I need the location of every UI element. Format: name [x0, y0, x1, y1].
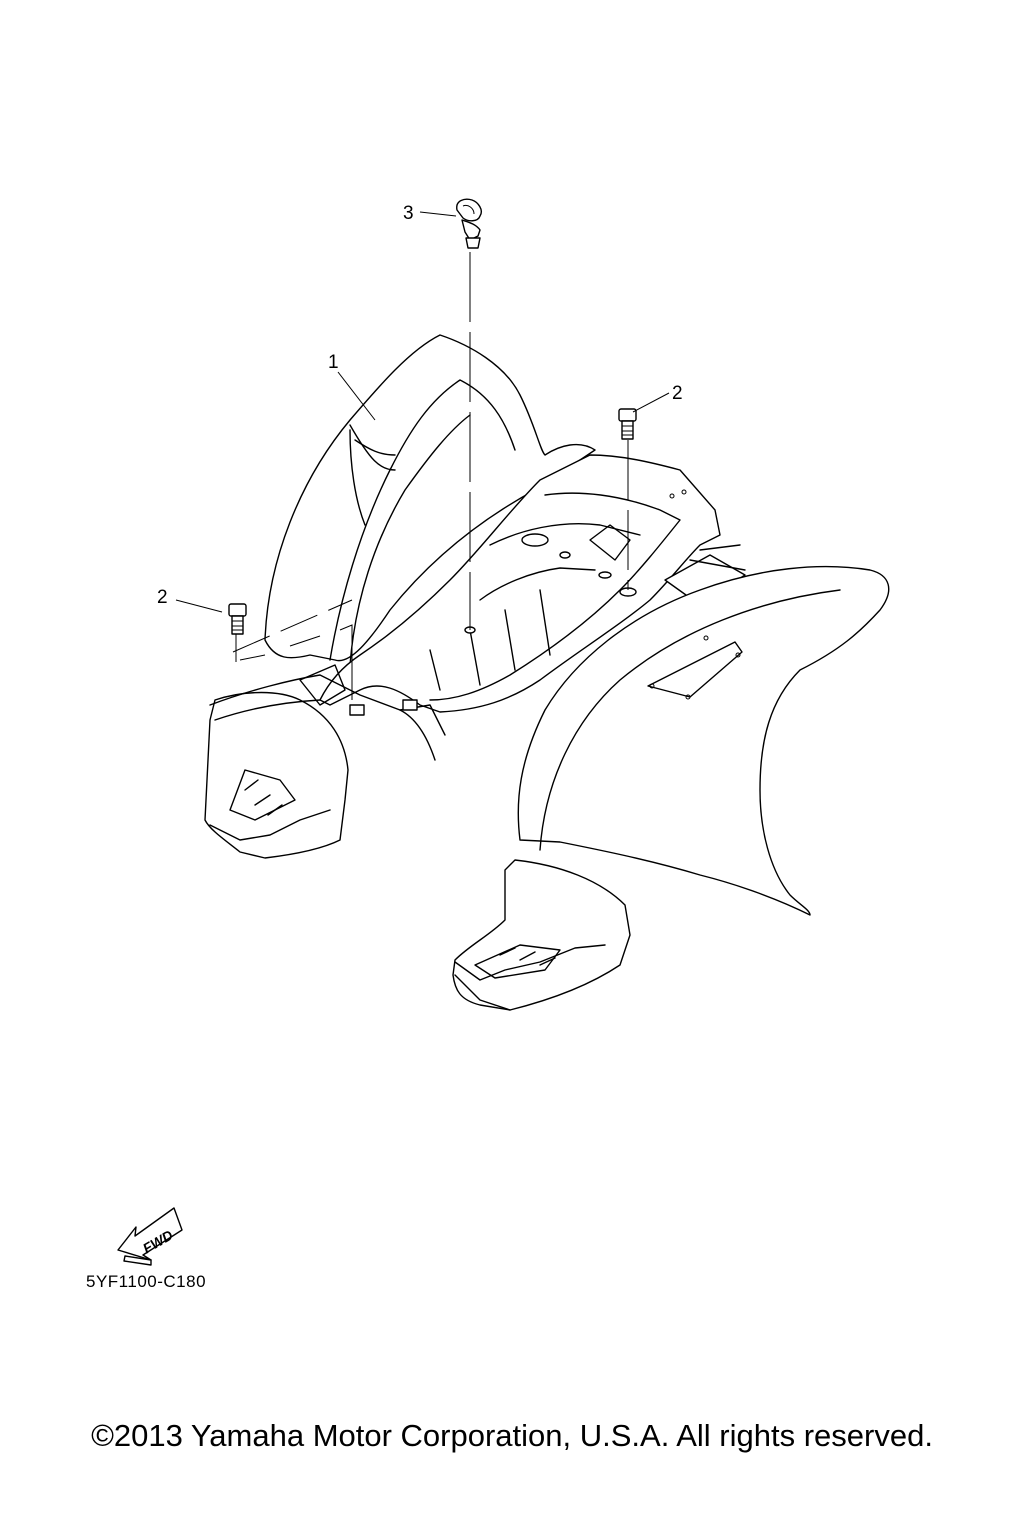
- callout-2-left: 2: [157, 587, 168, 608]
- callout-3-leader: [419, 211, 457, 217]
- part-code: 5YF1100-C180: [86, 1272, 207, 1291]
- callout-1-leader: [337, 371, 376, 421]
- copyright-notice: ©2013 Yamaha Motor Corporation, U.S.A. A…: [91, 1418, 933, 1453]
- callout-2-right-leader: [632, 392, 670, 413]
- fwd-arrow-icon: FWD: [117, 1207, 183, 1266]
- flange-bolt-right: [618, 408, 637, 440]
- callout-3: 3: [403, 203, 414, 224]
- fastener-clip: [456, 198, 482, 249]
- callout-1: 1: [328, 352, 339, 373]
- flange-bolt-left: [228, 603, 247, 662]
- callout-2-right: 2: [672, 383, 683, 404]
- callout-2-left-leader: [175, 599, 223, 613]
- leader-line-left-bolt: [239, 624, 353, 700]
- rear-fender-part: [204, 334, 890, 1011]
